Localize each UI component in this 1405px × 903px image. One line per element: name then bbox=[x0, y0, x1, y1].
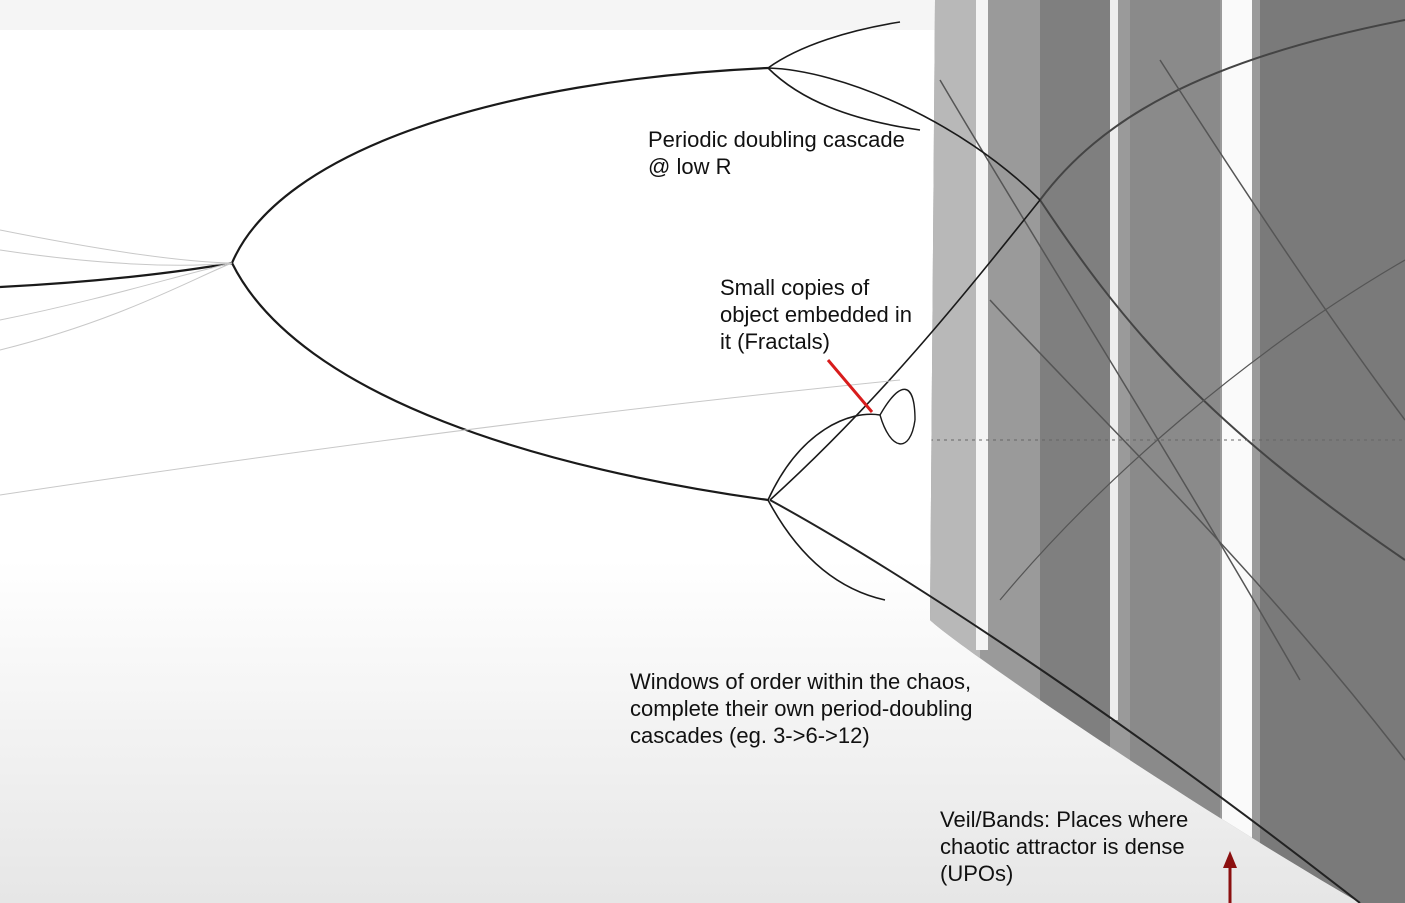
veil-bands-note: Veil/Bands: Places where chaotic attract… bbox=[940, 806, 1188, 887]
chaotic-region bbox=[930, 0, 1405, 903]
period-doubling-note: Periodic doubling cascade @ low R bbox=[648, 126, 905, 180]
note-line: chaotic attractor is dense bbox=[940, 834, 1185, 859]
attractor-lower-edge bbox=[769, 499, 1361, 903]
fractals-note: Small copies of object embedded in it (F… bbox=[720, 274, 912, 355]
note-line: Veil/Bands: Places where bbox=[940, 807, 1189, 832]
period-window-small bbox=[976, 0, 988, 650]
note-line: (UPOs) bbox=[940, 861, 1014, 886]
note-line: Small copies of bbox=[720, 275, 870, 300]
red-up-arrow bbox=[1223, 851, 1237, 903]
transient-fan bbox=[0, 229, 901, 496]
note-line: cascades (eg. 3->6->12) bbox=[630, 723, 870, 748]
note-line: @ low R bbox=[648, 154, 732, 179]
note-line: object embedded in bbox=[720, 302, 913, 327]
note-line: it (Fractals) bbox=[720, 329, 830, 354]
note-line: complete their own period-doubling bbox=[630, 696, 973, 721]
period-window-5 bbox=[1110, 0, 1118, 720]
note-line: Windows of order within the chaos, bbox=[630, 669, 972, 694]
period-doubling-branches bbox=[0, 21, 1041, 601]
period-3-window bbox=[1222, 0, 1252, 903]
windows-of-order-note: Windows of order within the chaos, compl… bbox=[630, 668, 972, 749]
note-line: Periodic doubling cascade bbox=[648, 127, 905, 152]
red-pointer-line bbox=[826, 359, 874, 413]
